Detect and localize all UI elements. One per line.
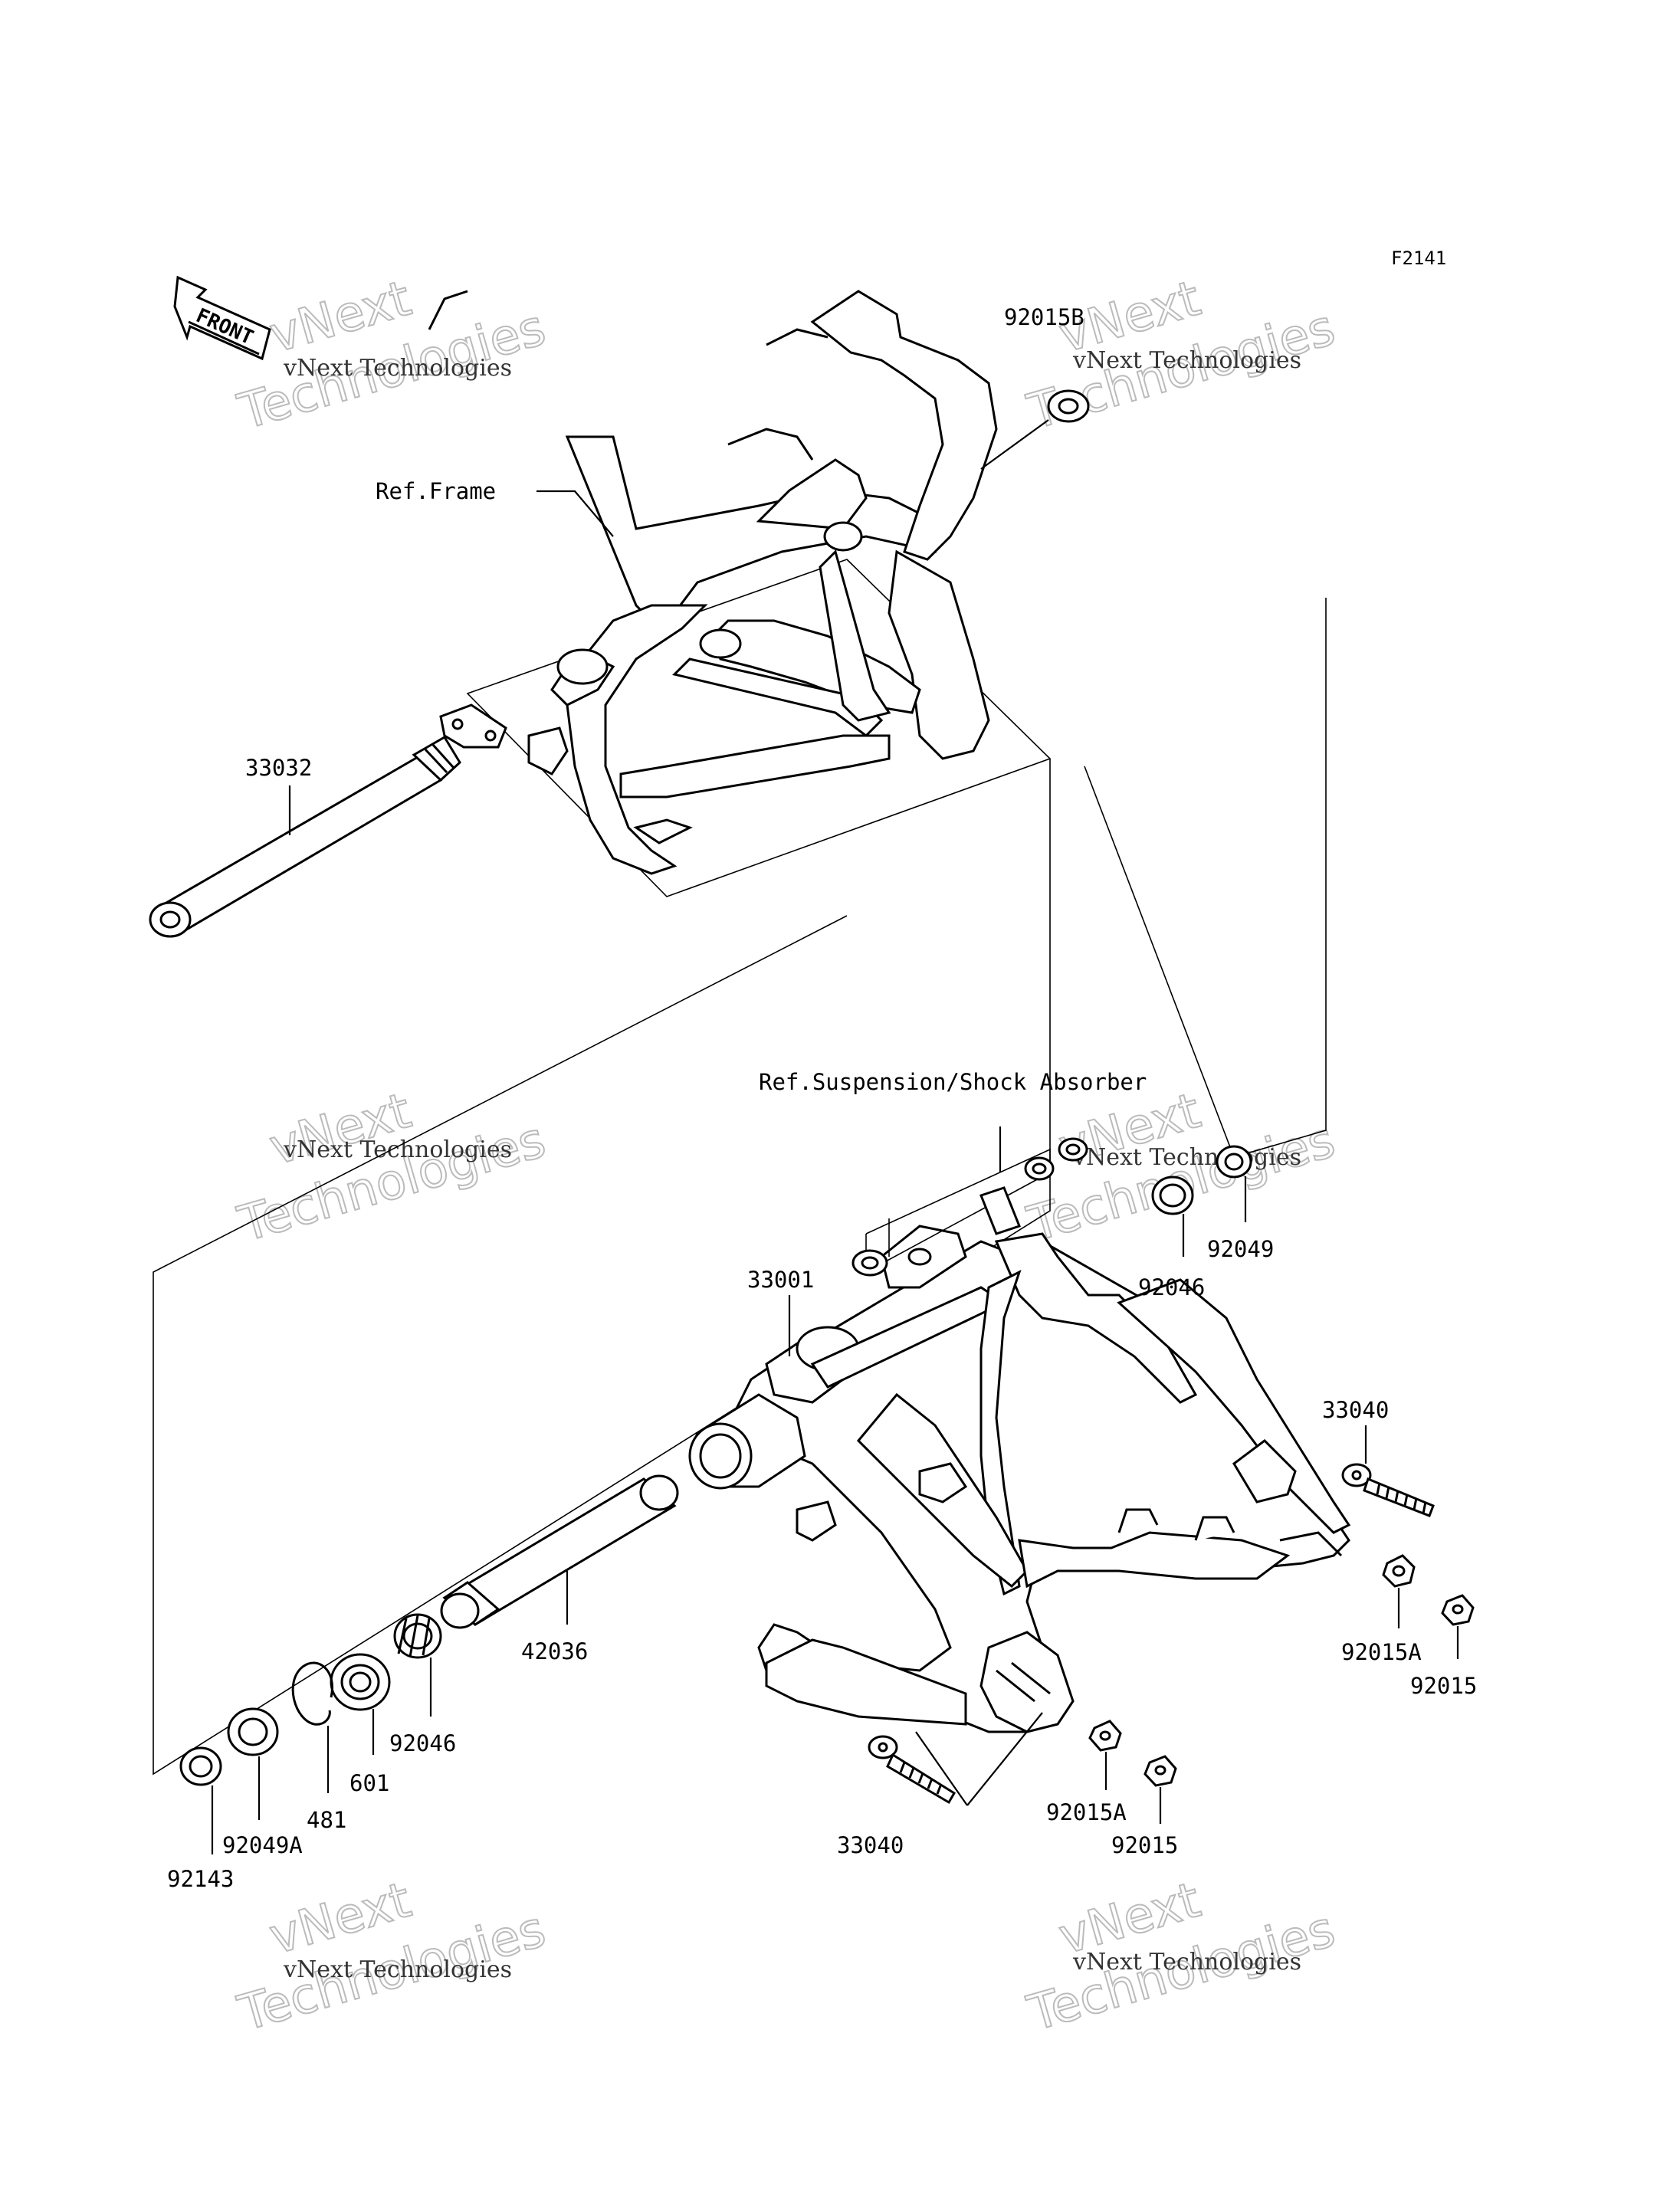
watermark-mid-right: vNext Technologies vNext Technologies: [1021, 1082, 1342, 1254]
bearing-92046-upper-icon: [1151, 1176, 1194, 1257]
watermark-top-left: vNext Technologies vNext Technologies: [231, 270, 553, 442]
part-label-33032: 33032: [245, 755, 312, 781]
chain-adjuster-33040-bottom-icon: [868, 1712, 1043, 1806]
circlip-481-icon: [291, 1661, 333, 1793]
nut-92015-bottom-icon: [1144, 1755, 1177, 1824]
part-label-601: 601: [349, 1770, 389, 1796]
part-label-92046-lower: 92046: [389, 1730, 456, 1756]
nut-92015a-bottom-icon: [1088, 1720, 1122, 1790]
part-label-92015a-right: 92015A: [1341, 1639, 1422, 1665]
nut-92015b-icon: [980, 389, 1090, 470]
part-label-92015-right: 92015: [1410, 1673, 1477, 1699]
part-label-33001: 33001: [747, 1267, 814, 1293]
part-label-92015b: 92015B: [1004, 304, 1084, 330]
reference-line-left: [153, 759, 1051, 1776]
frame-drawing: Ref.Frame: [376, 290, 1052, 897]
part-label-92049a: 92049A: [222, 1832, 303, 1858]
nut-92015-right-icon: [1441, 1594, 1475, 1659]
part-label-481: 481: [307, 1807, 346, 1833]
seal-92049-icon: [1216, 1145, 1252, 1222]
watermark-bottom-left: vNext Technologies vNext Technologies: [231, 1871, 553, 2044]
collar-92143-icon: [179, 1746, 222, 1854]
swingarm-drawing: [688, 1225, 1351, 1733]
ref-frame-label: Ref.Frame: [376, 478, 496, 504]
front-arrow-icon: FRONT: [173, 275, 271, 361]
part-label-42036: 42036: [521, 1638, 588, 1664]
part-label-33040-right: 33040: [1322, 1397, 1389, 1423]
svg-text:vNext Technologies: vNext Technologies: [1072, 347, 1301, 374]
part-label-92015a-bottom: 92015A: [1046, 1799, 1127, 1825]
svg-text:vNext Technologies: vNext Technologies: [1072, 1144, 1301, 1171]
collar-42036-icon: [440, 1474, 679, 1629]
watermark-bottom-right: vNext Technologies vNext Technologies: [1021, 1871, 1342, 2044]
reference-line-right: [1084, 598, 1327, 1158]
figure-code: F2141: [1391, 248, 1446, 269]
svg-text:vNext Technologies: vNext Technologies: [283, 355, 512, 382]
ref-suspension-label: Ref.Suspension/Shock Absorber: [759, 1069, 1147, 1095]
svg-text:vNext Technologies: vNext Technologies: [1072, 1949, 1301, 1976]
part-label-92049: 92049: [1207, 1236, 1274, 1262]
bearing-92046-lower-icon: [393, 1613, 442, 1717]
part-label-92015-bottom: 92015: [1111, 1832, 1178, 1858]
suspension-reference-leader: [851, 1126, 1088, 1277]
pivot-shaft-33032-icon: [149, 735, 461, 938]
watermark-mid-left: vNext Technologies vNext Technologies: [231, 1082, 553, 1254]
ball-bearing-601-icon: [330, 1653, 391, 1755]
part-label-92143: 92143: [167, 1866, 234, 1892]
svg-text:vNext Technologies: vNext Technologies: [283, 1136, 512, 1163]
svg-text:vNext Technologies: vNext Technologies: [283, 1956, 512, 1983]
chain-adjuster-33040-right-icon: [1341, 1425, 1435, 1517]
nut-92015a-right-icon: [1382, 1554, 1416, 1628]
seal-92049a-icon: [227, 1707, 279, 1820]
part-label-92046-upper: 92046: [1138, 1274, 1205, 1300]
part-label-33040-bottom: 33040: [837, 1832, 904, 1858]
